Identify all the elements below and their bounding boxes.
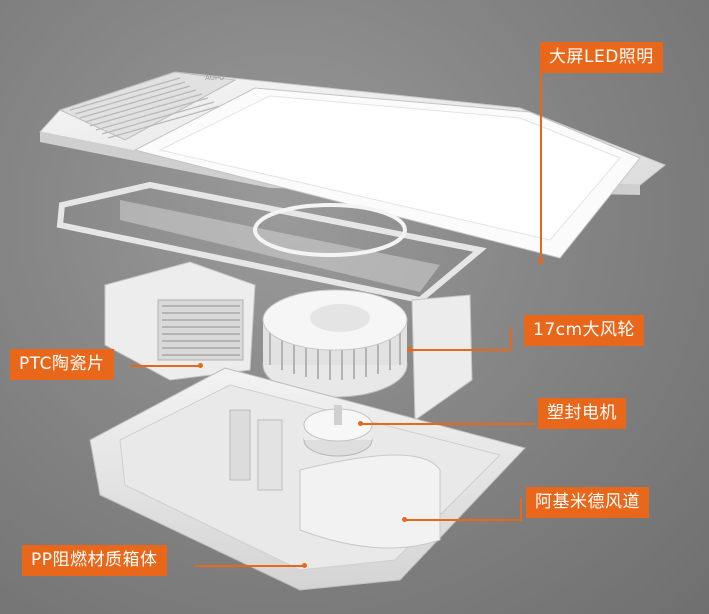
- callout-dot-led: [538, 259, 543, 264]
- plastic-sealed-motor: [303, 405, 373, 457]
- mounting-frame: [56, 181, 487, 304]
- callout-dot-housing: [302, 563, 307, 568]
- callout-line-fan: [510, 328, 512, 350]
- callout-dot-motor: [358, 421, 363, 426]
- callout-dot-ptc: [198, 363, 203, 368]
- callout-line-led: [540, 72, 542, 262]
- fan-wheel: [262, 289, 408, 398]
- callout-line-fan-horizontal: [410, 349, 510, 351]
- vent-grille: [58, 71, 237, 141]
- callout-label-housing: PP阻燃材质箱体: [22, 545, 167, 576]
- callout-label-fan: 17cm大风轮: [524, 315, 645, 346]
- callout-line-motor: [360, 423, 535, 425]
- callout-label-duct: 阿基米德风道: [526, 487, 649, 518]
- ptc-heater-module: [104, 261, 256, 381]
- callout-label-ptc: PTC陶瓷片: [10, 349, 114, 380]
- callout-dot-duct: [402, 517, 407, 522]
- top-panel: AUPU: [39, 71, 666, 259]
- callout-label-led: 大屏LED照明: [540, 42, 663, 73]
- callout-dot-fan: [407, 347, 412, 352]
- callout-line-ptc: [130, 365, 200, 367]
- side-plate: [411, 294, 473, 421]
- callout-line-housing: [195, 565, 305, 567]
- brand-mark: AUPU: [205, 74, 224, 82]
- callout-label-motor: 塑封电机: [538, 398, 626, 429]
- callout-line-duct-horizontal: [405, 519, 522, 521]
- callout-line-duct: [520, 498, 522, 520]
